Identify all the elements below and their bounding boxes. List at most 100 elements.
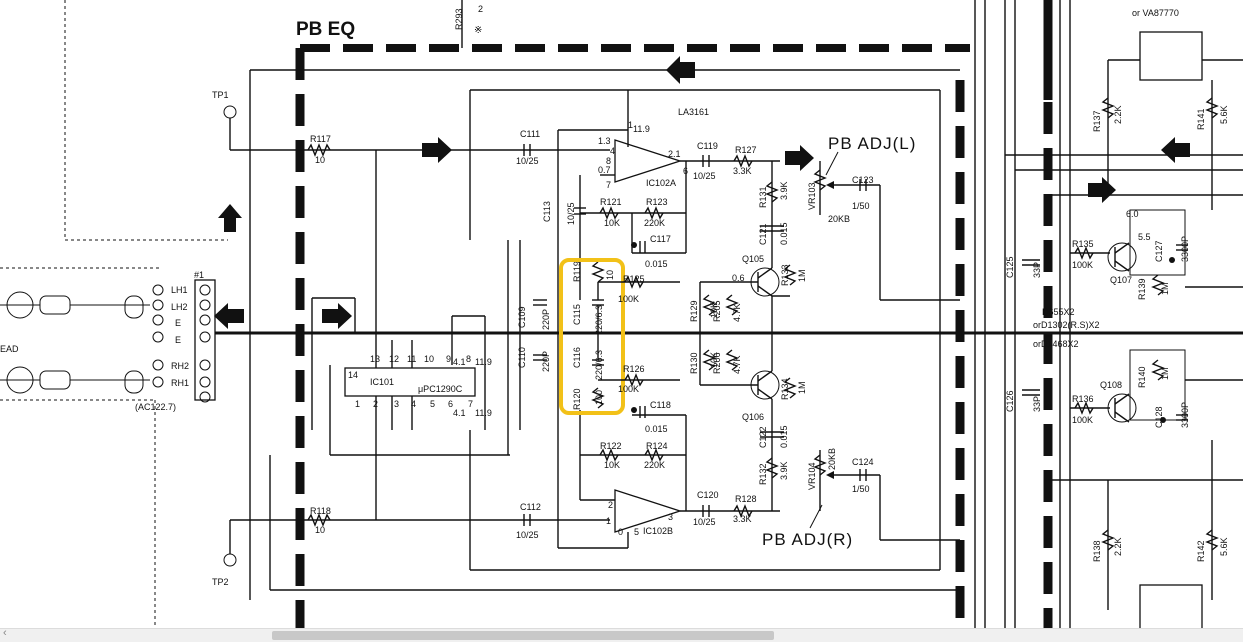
horizontal-scrollbar[interactable]: ‹ bbox=[0, 627, 1243, 642]
conn-ref: #1 bbox=[194, 270, 204, 280]
svg-text:2.1: 2.1 bbox=[668, 149, 681, 159]
svg-text:100K: 100K bbox=[1072, 260, 1093, 270]
svg-text:R130: R130 bbox=[689, 352, 699, 374]
svg-text:0.015: 0.015 bbox=[645, 259, 668, 269]
feedback-bottom: R126 100K C118 0.015 R122 10K R124 220K bbox=[580, 364, 686, 470]
svg-text:100K: 100K bbox=[618, 294, 639, 304]
r293-ref: R293 bbox=[454, 8, 464, 30]
svg-text:1: 1 bbox=[606, 516, 611, 526]
svg-text:0: 0 bbox=[618, 527, 623, 537]
right-block-top: C125 33P R135 100K Q107 5.5 6.0 R139 1M … bbox=[1005, 209, 1243, 300]
tp1-label: TP1 bbox=[212, 90, 229, 100]
svg-text:R141: R141 bbox=[1196, 108, 1206, 130]
svg-text:10K: 10K bbox=[604, 218, 620, 228]
svg-text:10: 10 bbox=[605, 270, 615, 280]
svg-text:C125: C125 bbox=[1005, 256, 1015, 278]
svg-text:R128: R128 bbox=[735, 494, 757, 504]
head-connector: EAD LH1 LH2 E E RH2 RH1 #1 (AC122.7) bbox=[0, 270, 216, 412]
svg-text:3: 3 bbox=[394, 399, 399, 409]
svg-text:100K: 100K bbox=[618, 384, 639, 394]
c111: C111 10/25 bbox=[516, 129, 540, 166]
svg-text:4: 4 bbox=[411, 399, 416, 409]
pb-eq-frame bbox=[295, 0, 1053, 628]
svg-text:10K: 10K bbox=[604, 460, 620, 470]
svg-text:3300P: 3300P bbox=[1180, 236, 1190, 262]
svg-text:LA3161: LA3161 bbox=[678, 107, 709, 117]
svg-text:4.7K: 4.7K bbox=[732, 355, 742, 374]
output-top: C119 10/25 R127 3.3K bbox=[693, 141, 757, 181]
svg-text:5.5: 5.5 bbox=[1138, 232, 1151, 242]
conn-pin-e2: E bbox=[175, 335, 181, 345]
c110: C110 220P bbox=[517, 347, 551, 372]
svg-text:C118: C118 bbox=[650, 400, 671, 410]
svg-text:10/25: 10/25 bbox=[693, 171, 716, 181]
svg-text:C128: C128 bbox=[1154, 406, 1164, 428]
svg-text:1M: 1M bbox=[1160, 282, 1170, 295]
svg-text:R142: R142 bbox=[1196, 540, 1206, 562]
svg-text:R117: R117 bbox=[310, 134, 331, 144]
conn-pin-lh2: LH2 bbox=[171, 302, 188, 312]
r293-mark: ※ bbox=[474, 25, 482, 36]
scrollbar-thumb[interactable] bbox=[272, 631, 774, 640]
svg-text:1.3: 1.3 bbox=[598, 136, 611, 146]
svg-text:100K: 100K bbox=[1072, 415, 1093, 425]
svg-text:10/25: 10/25 bbox=[693, 517, 716, 527]
svg-text:R136: R136 bbox=[1072, 394, 1094, 404]
svg-text:13: 13 bbox=[370, 354, 380, 364]
svg-text:20KB: 20KB bbox=[827, 448, 837, 470]
svg-text:1/50: 1/50 bbox=[852, 484, 870, 494]
svg-text:220/6.3: 220/6.3 bbox=[594, 305, 604, 335]
r117: R117 10 bbox=[307, 134, 331, 165]
svg-text:10: 10 bbox=[315, 155, 325, 165]
svg-text:C111: C111 bbox=[520, 129, 540, 139]
svg-text:R122: R122 bbox=[600, 441, 622, 451]
conn-pin-lh1: LH1 bbox=[171, 285, 188, 295]
svg-text:1/50: 1/50 bbox=[852, 201, 870, 211]
svg-text:Q107: Q107 bbox=[1110, 275, 1132, 285]
svg-text:4: 4 bbox=[610, 146, 615, 156]
svg-text:1M: 1M bbox=[797, 269, 807, 282]
svg-text:C110: C110 bbox=[517, 347, 527, 368]
svg-text:220P: 220P bbox=[541, 309, 551, 330]
svg-text:7: 7 bbox=[606, 180, 611, 190]
svg-text:R119: R119 bbox=[572, 261, 582, 282]
svg-text:C127: C127 bbox=[1154, 240, 1164, 262]
vr104: VR104 20KB PB ADJ(R) bbox=[762, 448, 880, 549]
svg-text:12: 12 bbox=[389, 354, 399, 364]
d1468-label: orD1468X2 bbox=[1033, 339, 1079, 349]
svg-text:IC102B: IC102B bbox=[643, 526, 673, 536]
svg-text:3.3K: 3.3K bbox=[733, 514, 752, 524]
svg-text:2.2K: 2.2K bbox=[1113, 537, 1123, 556]
svg-text:33P: 33P bbox=[1032, 262, 1042, 278]
svg-text:14: 14 bbox=[348, 370, 358, 380]
r293: R293 2 ※ bbox=[454, 0, 483, 48]
svg-text:0.6: 0.6 bbox=[732, 273, 745, 283]
bus-lines bbox=[210, 0, 1243, 628]
svg-text:R121: R121 bbox=[600, 197, 622, 207]
svg-text:100: 100 bbox=[594, 390, 604, 405]
svg-text:10/25: 10/25 bbox=[516, 156, 539, 166]
svg-text:3.9K: 3.9K bbox=[779, 181, 789, 200]
svg-text:R140: R140 bbox=[1137, 366, 1147, 388]
svg-text:220K: 220K bbox=[644, 460, 665, 470]
highlighted-components: R119 10 C115 220/6.3 C116 220/6.3 R120 1… bbox=[572, 261, 615, 410]
svg-text:R120: R120 bbox=[572, 388, 582, 410]
svg-text:C123: C123 bbox=[852, 175, 874, 185]
svg-text:5.6K: 5.6K bbox=[1219, 537, 1229, 556]
ic101: IC101 μPC1290C 14 13 12 11 10 9 8 1 2 3 … bbox=[311, 150, 521, 520]
section-title: PB EQ bbox=[296, 19, 355, 40]
svg-text:7: 7 bbox=[468, 399, 473, 409]
scroll-left-icon[interactable]: ‹ bbox=[3, 627, 7, 639]
svg-text:5: 5 bbox=[430, 399, 435, 409]
svg-text:1: 1 bbox=[628, 120, 633, 130]
svg-text:1M: 1M bbox=[1160, 367, 1170, 380]
svg-text:3.3K: 3.3K bbox=[733, 166, 752, 176]
svg-text:R138: R138 bbox=[1092, 540, 1102, 562]
c113: C113 10/25 bbox=[542, 201, 586, 225]
svg-text:220P: 220P bbox=[541, 351, 551, 372]
test-points: TP1 TP2 bbox=[212, 90, 237, 587]
svg-text:4.1: 4.1 bbox=[453, 357, 466, 367]
svg-text:10: 10 bbox=[424, 354, 434, 364]
head-label: EAD bbox=[0, 344, 19, 354]
svg-text:R137: R137 bbox=[1092, 110, 1102, 132]
